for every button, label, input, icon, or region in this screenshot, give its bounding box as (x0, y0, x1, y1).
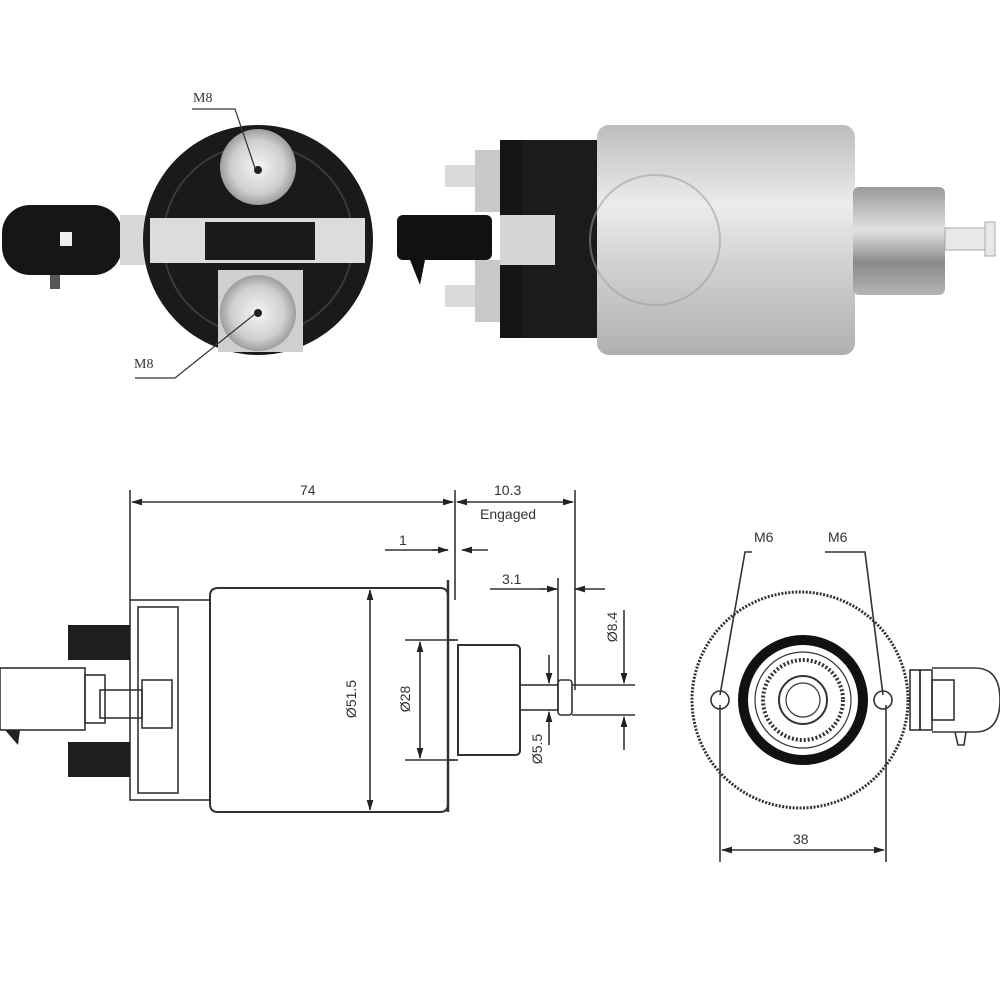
dim-diameter-shaft: Ø5.5 (529, 733, 546, 765)
side-view-photo (397, 125, 996, 355)
thread-label-bottom-terminal: M8 (134, 357, 154, 372)
silver-body (597, 125, 855, 355)
dim-hole-spacing: 38 (793, 831, 809, 847)
dim-length-body: 74 (300, 482, 316, 498)
thread-label-top-terminal: M8 (193, 91, 213, 106)
thread-label-left-hole: M6 (754, 529, 774, 545)
dim-flange-thickness: 1 (399, 532, 407, 548)
end-view-photo (2, 108, 373, 379)
dim-diameter-tip: Ø8.4 (604, 611, 621, 643)
dim-plunger-travel: 10.3 (494, 482, 522, 498)
side-connector (397, 215, 492, 260)
dim-tip-length: 3.1 (502, 571, 522, 587)
front-view-drawing (690, 551, 1000, 862)
dim-plunger-travel-note: Engaged (480, 506, 537, 522)
thread-label-right-hole: M6 (828, 529, 848, 545)
side-view-drawing (0, 490, 635, 813)
dim-diameter-body: Ø51.5 (343, 679, 360, 719)
dim-diameter-boss: Ø28 (397, 685, 414, 713)
